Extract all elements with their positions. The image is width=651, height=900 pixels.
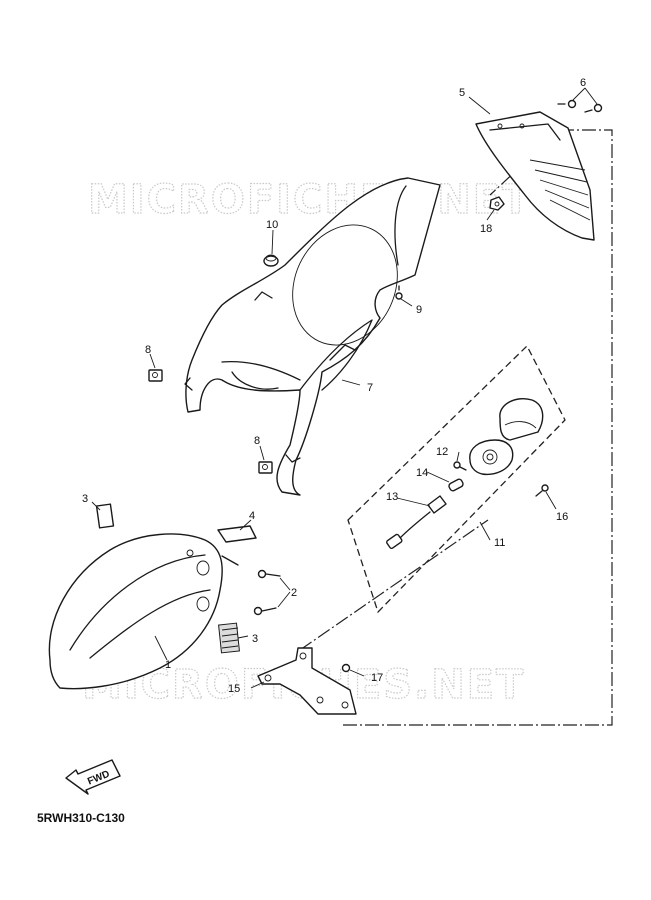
callout-16: 16	[556, 511, 568, 523]
part-bolts-2	[253, 569, 281, 616]
diagram-code: 5RWH310-C130	[37, 811, 125, 825]
part-nut-18	[489, 196, 505, 211]
callout-9: 9	[416, 304, 422, 316]
part-bracket-15	[257, 647, 357, 715]
callout-13: 13	[386, 491, 398, 503]
part-grommet-10	[263, 254, 279, 267]
part-front-fender-1	[48, 533, 239, 690]
part-label-4	[217, 525, 257, 543]
part-socket-13	[386, 495, 447, 550]
callout-11: 11	[494, 537, 505, 549]
callout-8b: 8	[254, 435, 260, 447]
callout-3b: 3	[252, 633, 258, 645]
part-screw-12	[453, 461, 467, 471]
part-bulb-14	[448, 478, 464, 492]
callout-5: 5	[459, 87, 465, 99]
callout-3a: 3	[82, 493, 88, 505]
leader-lines	[91, 87, 598, 689]
callout-17: 17	[371, 672, 383, 684]
callout-4: 4	[249, 510, 255, 522]
watermark-top: MICROFICHES.NET	[88, 177, 531, 223]
part-reflector-3a	[95, 503, 115, 529]
part-nut-8b	[258, 461, 273, 474]
callout-8a: 8	[145, 344, 151, 356]
callout-10: 10	[266, 219, 278, 231]
fwd-arrow: FWD	[65, 759, 121, 795]
part-tail-cover-5	[475, 111, 595, 241]
callout-7: 7	[367, 382, 373, 394]
part-reflector-3b	[218, 622, 240, 654]
callout-18: 18	[480, 223, 492, 235]
part-screw-9	[395, 285, 403, 300]
callout-12: 12	[436, 446, 448, 458]
part-taillight-lens	[499, 398, 544, 441]
callout-6: 6	[580, 77, 586, 89]
part-nut-17	[341, 663, 351, 673]
assembly-box-11	[347, 344, 566, 614]
callout-2: 2	[291, 587, 297, 599]
part-rear-cover	[184, 177, 441, 496]
part-screw-16	[535, 484, 549, 497]
callout-1: 1	[165, 659, 171, 671]
callout-14: 14	[416, 467, 428, 479]
part-screws-6	[557, 99, 603, 113]
part-nut-8a	[148, 369, 163, 382]
callout-15: 15	[228, 683, 240, 695]
part-taillight-base	[469, 439, 514, 476]
